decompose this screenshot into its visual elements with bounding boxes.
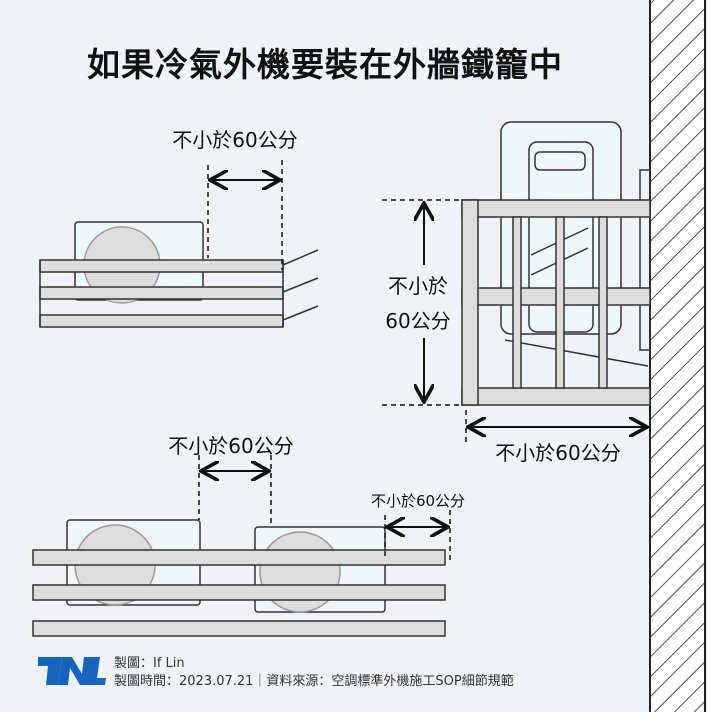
right-cage <box>461 121 651 406</box>
right-dimensions <box>382 199 645 442</box>
label-bottom-between: 不小於60公分 <box>168 434 294 458</box>
label-right-horizontal: 不小於60公分 <box>495 441 621 465</box>
label-bottom-side: 不小於60公分 <box>370 492 466 510</box>
bottom-dimensions <box>198 455 451 560</box>
page-title: 如果冷氣外機要裝在外牆鐵籠中 <box>87 45 563 84</box>
footer-author: 製圖：If Lin <box>114 656 185 671</box>
label-right-vertical-2: 60公分 <box>385 309 451 333</box>
tnl-logo <box>38 657 106 685</box>
top-left-cage <box>39 221 319 328</box>
wall <box>649 0 706 712</box>
top-left-dimension <box>207 160 283 270</box>
footer-meta: 製圖時間：2023.07.21｜資料來源：空調標準外機施工SOP細節規範 <box>114 674 514 689</box>
label-right-vertical-1: 不小於 <box>388 274 448 298</box>
label-top-left: 不小於60公分 <box>172 128 298 152</box>
bottom-cage <box>32 519 446 637</box>
